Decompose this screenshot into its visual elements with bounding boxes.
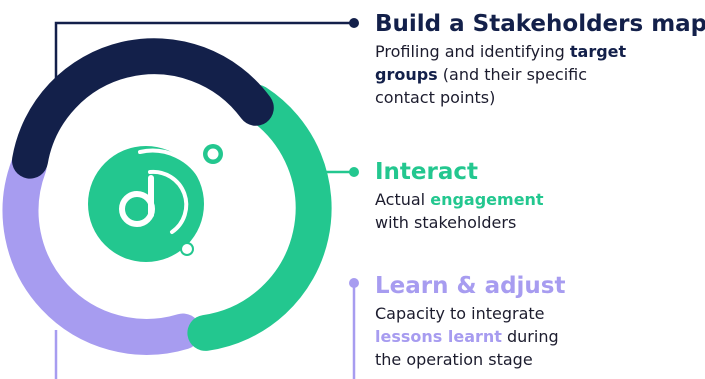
connected-orbit-logo-icon: [88, 144, 223, 262]
step-body-line: groups (and their specific: [375, 63, 705, 86]
body-text: Actual: [375, 190, 431, 209]
step-body-line: lessons learnt during: [375, 325, 566, 348]
logo-orbit-node-top-inner: [207, 148, 219, 160]
body-text: Capacity to integrate: [375, 304, 545, 323]
highlighted-text: target: [569, 42, 627, 61]
step-body-line: Actual engagement: [375, 188, 544, 211]
logo-inner-orbit: [148, 169, 189, 234]
body-text: the operation stage: [375, 350, 533, 369]
highlighted-text: groups: [375, 65, 438, 84]
ring-segment-green: [187, 84, 332, 351]
step-title-stakeholders-map: Build a Stakeholders map: [375, 11, 705, 37]
highlighted-text: lessons learnt: [375, 327, 502, 346]
step-body-learn-adjust: Capacity to integrate lessons learnt duri…: [375, 302, 566, 371]
logo-disc: [88, 146, 204, 262]
logo-orbit-node-bottom-inner: [182, 244, 192, 254]
connector-dot-green: [349, 167, 359, 177]
step-stakeholders-map: Build a Stakeholders map Profiling and i…: [375, 10, 705, 109]
body-text: (and their specific: [437, 65, 588, 84]
body-text: during: [501, 327, 559, 346]
step-body-interact: Actual engagement with stakeholders: [375, 188, 544, 234]
ring-segment-navy: [12, 38, 274, 179]
body-text: contact points): [375, 88, 496, 107]
step-interact: Interact Actual engagement with stakehold…: [375, 158, 544, 234]
logo-outer-orbit: [138, 148, 211, 251]
body-text: with stakeholders: [375, 213, 517, 232]
step-body-line: Capacity to integrate: [375, 302, 566, 325]
highlighted-text: engagement: [430, 190, 544, 209]
step-title-learn-adjust: Learn & adjust: [375, 273, 566, 299]
step-body-line: with stakeholders: [375, 211, 544, 234]
connector-dot-navy: [349, 18, 359, 28]
step-body-line: Profiling and identifying target: [375, 40, 705, 63]
step-body-line: contact points): [375, 86, 705, 109]
step-title-interact: Interact: [375, 159, 479, 185]
connector-dot-lavender: [349, 278, 359, 288]
step-learn-adjust: Learn & adjust Capacity to integrate less…: [375, 272, 566, 371]
connector-line-navy: [54, 21, 350, 84]
ring-segment-lavender: [2, 148, 201, 355]
body-text: Profiling and identifying: [375, 42, 570, 61]
step-body-line: the operation stage: [375, 348, 566, 371]
